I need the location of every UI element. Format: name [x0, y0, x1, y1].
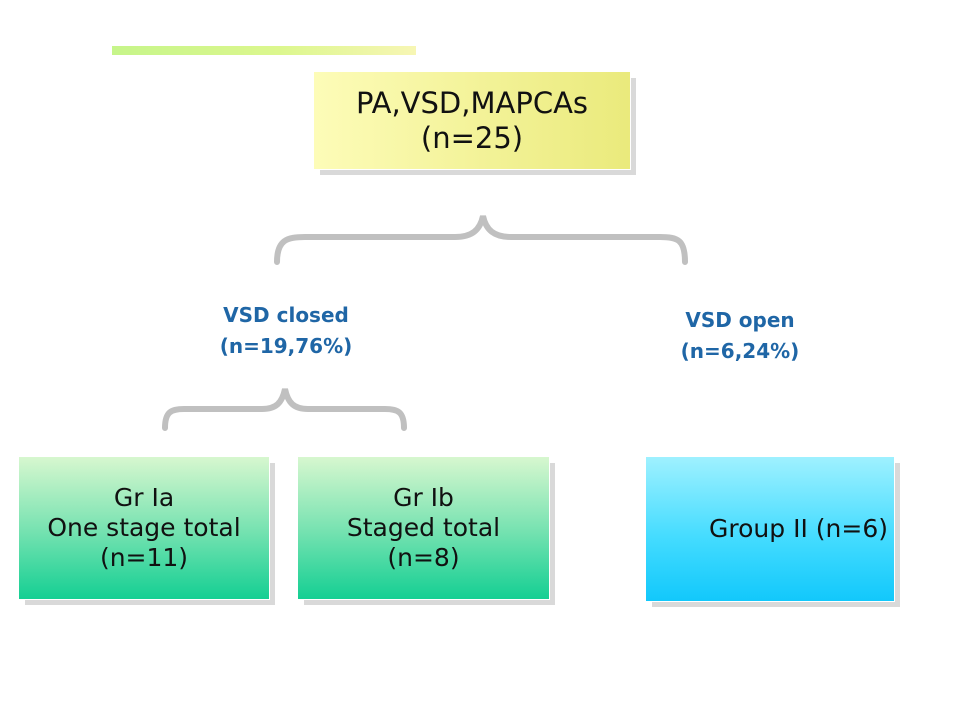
group-ib-count: (n=8) [387, 543, 460, 572]
group-ii-node: Group II (n=6) [645, 456, 900, 607]
group-ia-title: Gr Ia [113, 483, 175, 512]
group-one-brace [162, 388, 407, 431]
group-ib-desc: Staged total [346, 513, 501, 542]
vsd-closed-label: VSD closed (n=19,76%) [196, 300, 376, 362]
vsd-open-label: VSD open (n=6,24%) [650, 305, 830, 367]
vsd-open-count: (n=6,24%) [680, 339, 800, 363]
top-brace [274, 215, 688, 265]
group-ia-count: (n=11) [99, 543, 189, 572]
group-ib-title: Gr Ib [393, 483, 454, 512]
group-ib-node: Gr Ib Staged total (n=8) [297, 456, 555, 605]
root-node-count: (n=25) [420, 120, 524, 155]
group-ii-title: Group II (n=6) [709, 514, 888, 543]
group-ia-desc: One stage total [47, 513, 241, 542]
decorative-accent-bar [112, 46, 416, 55]
vsd-closed-count: (n=19,76%) [219, 334, 353, 358]
group-ia-node: Gr Ia One stage total (n=11) [18, 456, 275, 605]
vsd-open-text: VSD open [685, 308, 795, 332]
vsd-closed-text: VSD closed [223, 303, 349, 327]
root-node-title: PA,VSD,MAPCAs [355, 85, 589, 120]
root-node: PA,VSD,MAPCAs (n=25) [313, 71, 636, 175]
